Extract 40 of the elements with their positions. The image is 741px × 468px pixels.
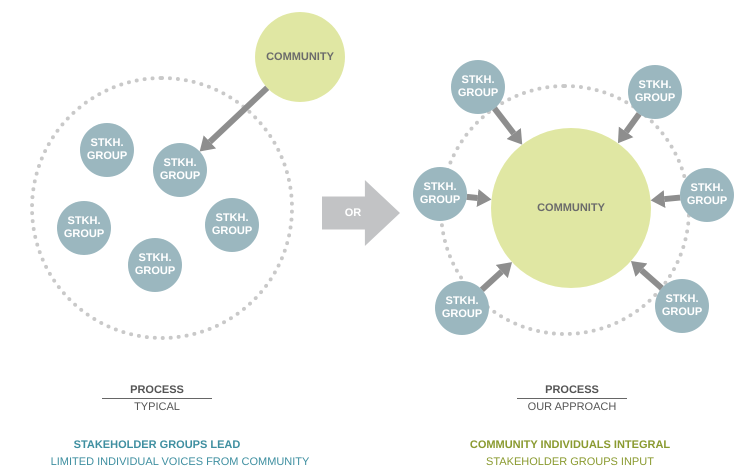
node-label: STKH. GROUP [158,157,202,183]
caption-text: STAKEHOLDER GROUPS INPUT [486,456,654,468]
arrow [618,112,642,144]
node-label: STKH. GROUP [62,215,106,241]
caption-title: COMMUNITY INDIVIDUALS INTEGRAL [470,439,670,451]
stakeholder-circle [80,123,134,177]
heading-label: PROCESS [130,384,184,396]
subheading-label: OUR APPROACH [528,401,616,413]
dotted-ring [30,76,294,340]
stakeholder-circle [413,167,467,221]
stakeholder-circle [128,238,182,292]
caption-title: STAKEHOLDER GROUPS LEAD [74,439,240,451]
stakeholder-circle [57,201,111,255]
heading-label: PROCESS [545,384,599,396]
arrow [650,190,680,208]
stakeholder-circle [628,65,682,119]
node-label: STKH. GROUP [440,295,484,321]
arrow [630,260,664,290]
stakeholder-circle [451,60,505,114]
arrow-label: OR [344,206,362,220]
stakeholder-circle [680,168,734,222]
subheading-label: TYPICAL [134,401,180,413]
arrow [492,106,522,145]
node-label: STKH. GROUP [86,137,128,163]
stakeholder-circle [153,143,207,197]
arrow [466,189,492,207]
node-label: STKH. GROUP [418,181,462,207]
node-label: STKH. GROUP [210,212,254,238]
node-label: STKH. GROUP [456,74,500,100]
node-label: STKH. GROUP [134,252,176,278]
node-label: STKH. GROUP [686,182,728,208]
stakeholder-circle [205,198,259,252]
caption-text: LIMITED INDIVIDUAL VOICES FROM COMMUNITY [50,456,310,468]
node-label: STKH. GROUP [660,293,704,319]
arrow [480,262,512,292]
stakeholder-circle [655,279,709,333]
node-label: STKH. GROUP [634,79,676,105]
node-label: COMMUNITY [537,202,605,214]
node-label: COMMUNITY [266,50,334,64]
stakeholder-circle [435,281,489,335]
